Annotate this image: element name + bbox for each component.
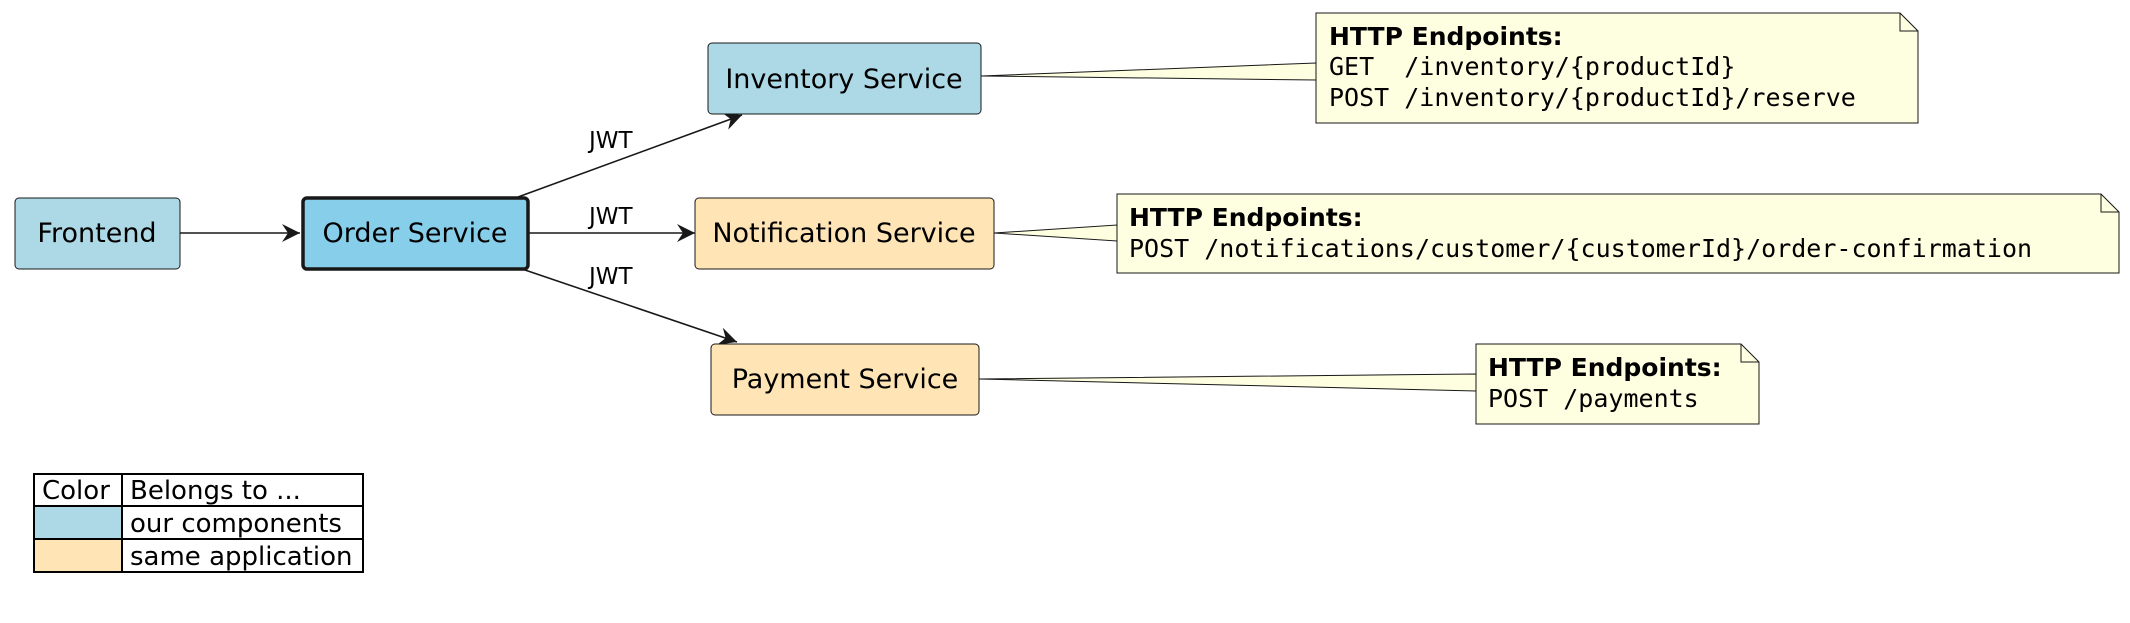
note-inventory-title: HTTP Endpoints: [1329,22,1563,51]
note-connector-notification [993,224,1118,242]
node-order-service-label: Order Service [322,218,507,249]
note-notification: HTTP Endpoints: POST /notifications/cust… [1116,193,2120,274]
note-inventory-box [1315,12,1919,124]
legend-label-cell-1 [121,505,364,540]
note-inventory-line-2: POST /inventory/{productId}/reserve [1329,83,1856,112]
legend-header-color: Color [42,476,110,506]
note-inventory: HTTP Endpoints: GET /inventory/{productI… [1315,12,1919,124]
edge-label-inventory: JWT [587,128,634,154]
node-frontend[interactable]: Frontend [14,197,181,270]
legend-swatch-our-components [33,505,123,540]
note-notification-line-1: POST /notifications/customer/{customerId… [1129,234,2032,263]
node-payment-service-box [710,343,980,416]
note-payment-fold [1740,344,1759,363]
edge-label-payment: JWT [587,264,634,290]
note-payment-line-1: POST /payments [1488,384,1699,413]
node-payment-service[interactable]: Payment Service [710,343,980,416]
node-order-service-box [301,196,530,271]
note-payment-box [1475,343,1760,425]
note-notification-fold [2100,194,2119,213]
legend-label-cell-2 [121,538,364,573]
legend-table: Color Belongs to ... our components same… [33,473,364,573]
legend-header-row [33,473,364,507]
legend-header-belongs-to: Belongs to ... [130,476,301,506]
note-notification-box [1116,193,2120,274]
node-inventory-service[interactable]: Inventory Service [707,42,982,115]
node-inventory-service-label: Inventory Service [725,64,962,95]
legend-label-same-application: same application [130,542,353,572]
note-connector-inventory [980,62,1317,81]
edge-order-inventory [517,112,743,198]
note-connector-payment [978,373,1477,392]
note-notification-title: HTTP Endpoints: [1129,203,1363,232]
node-notification-service-box [694,197,995,270]
note-inventory-line-1: GET /inventory/{productId} [1329,52,1735,81]
legend-label-our-components: our components [130,509,342,539]
edge-order-payment [524,269,738,345]
edge-label-notification: JWT [587,204,634,230]
note-payment-title: HTTP Endpoints: [1488,353,1722,382]
note-inventory-fold [1899,13,1918,32]
node-notification-service-label: Notification Service [712,218,975,249]
node-frontend-box [14,197,181,270]
node-inventory-service-box [707,42,982,115]
node-order-service[interactable]: Order Service [301,196,530,271]
legend-swatch-same-application [33,538,123,573]
node-frontend-label: Frontend [37,218,156,249]
node-notification-service[interactable]: Notification Service [694,197,995,270]
node-payment-service-label: Payment Service [732,364,959,395]
note-payment: HTTP Endpoints: POST /payments [1475,343,1760,425]
